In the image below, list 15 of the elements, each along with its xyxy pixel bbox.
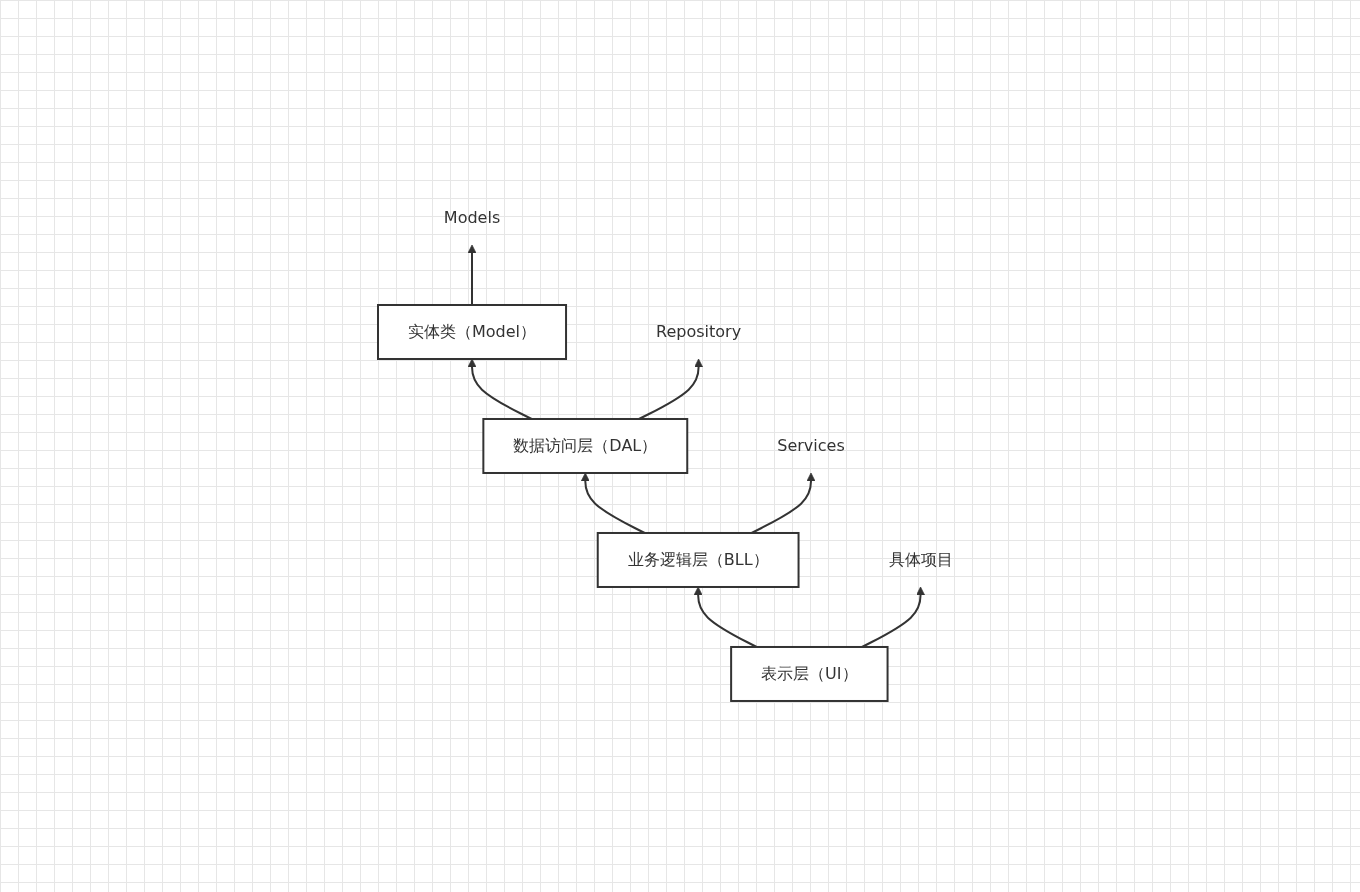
node-box: 表示层（UI） (729, 646, 889, 702)
arrow (467, 244, 477, 306)
arrow (860, 586, 925, 648)
node-text: Models (443, 208, 500, 227)
arrow (637, 358, 703, 420)
node-text: Services (776, 435, 845, 455)
node-text: 具体项目 (888, 549, 953, 569)
arrow (580, 472, 646, 534)
node-box: 实体类（Model） (376, 304, 567, 360)
arrow (467, 358, 533, 420)
node-box: 数据访问层（DAL） (482, 418, 688, 474)
node-box: 业务逻辑层（BLL） (596, 532, 800, 588)
arrow (693, 586, 758, 648)
arrow (750, 472, 816, 534)
node-text: Repository (655, 322, 741, 341)
